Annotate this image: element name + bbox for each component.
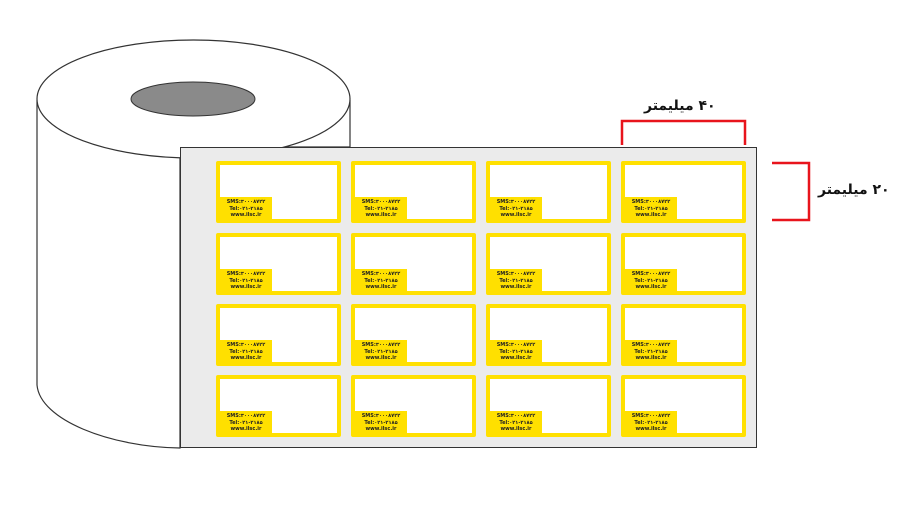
label-tel: Tel:۰۲۱-۲۱۸۵ (364, 419, 398, 426)
label-web: www.ilsc.ir (500, 284, 532, 290)
label-tel: Tel:۰۲۱-۲۱۸۵ (499, 348, 533, 355)
label-web: www.ilsc.ir (230, 355, 262, 361)
label-sms: SMS:۳۰۰۰۸۷۲۲ (361, 413, 401, 419)
label-sms: SMS:۳۰۰۰۸۷۲۲ (361, 342, 401, 348)
label-web: www.ilsc.ir (230, 284, 262, 290)
roll-core-hole (130, 81, 256, 117)
roll-body (36, 100, 351, 449)
label-web: www.ilsc.ir (500, 426, 532, 432)
label-sms: SMS:۳۰۰۰۸۷۲۲ (226, 342, 266, 348)
label-tel: Tel:۰۲۱-۲۱۸۵ (364, 205, 398, 212)
label-sms: SMS:۳۰۰۰۸۷۲۲ (226, 413, 266, 419)
label-tel: Tel:۰۲۱-۲۱۸۵ (634, 205, 668, 212)
height-dimension-label: ۲۰ میلیمتر (818, 182, 890, 198)
label-tel: Tel:۰۲۱-۲۱۸۵ (364, 277, 398, 284)
label-tel: Tel:۰۲۱-۲۱۸۵ (634, 277, 668, 284)
height-bracket (772, 161, 811, 222)
label-tel: Tel:۰۲۱-۲۱۸۵ (229, 205, 263, 212)
label-tel: Tel:۰۲۱-۲۱۸۵ (634, 419, 668, 426)
label-sms: SMS:۳۰۰۰۸۷۲۲ (496, 413, 536, 419)
label-web: www.ilsc.ir (635, 355, 667, 361)
label-web: www.ilsc.ir (635, 212, 667, 218)
label-web: www.ilsc.ir (635, 284, 667, 290)
label-sms: SMS:۳۰۰۰۸۷۲۲ (496, 199, 536, 205)
label-sms: SMS:۳۰۰۰۸۷۲۲ (361, 199, 401, 205)
label-sms: SMS:۳۰۰۰۸۷۲۲ (226, 199, 266, 205)
label-sms: SMS:۳۰۰۰۸۷۲۲ (631, 413, 671, 419)
label-sms: SMS:۳۰۰۰۸۷۲۲ (496, 271, 536, 277)
label-tel: Tel:۰۲۱-۲۱۸۵ (229, 419, 263, 426)
label-sms: SMS:۳۰۰۰۸۷۲۲ (226, 271, 266, 277)
label-web: www.ilsc.ir (230, 212, 262, 218)
label-sms: SMS:۳۰۰۰۸۷۲۲ (631, 271, 671, 277)
label-web: www.ilsc.ir (635, 426, 667, 432)
label-sms: SMS:۳۰۰۰۸۷۲۲ (631, 342, 671, 348)
width-bracket (620, 119, 747, 145)
width-dimension-label: ۴۰ میلیمتر (644, 98, 716, 114)
label-web: www.ilsc.ir (365, 284, 397, 290)
label-tel: Tel:۰۲۱-۲۱۸۵ (634, 348, 668, 355)
label-web: www.ilsc.ir (365, 355, 397, 361)
label-tel: Tel:۰۲۱-۲۱۸۵ (229, 348, 263, 355)
label-tel: Tel:۰۲۱-۲۱۸۵ (499, 205, 533, 212)
label-web: www.ilsc.ir (365, 212, 397, 218)
label-tel: Tel:۰۲۱-۲۱۸۵ (229, 277, 263, 284)
label-sms: SMS:۳۰۰۰۸۷۲۲ (361, 271, 401, 277)
label-web: www.ilsc.ir (500, 212, 532, 218)
label-tel: Tel:۰۲۱-۲۱۸۵ (364, 348, 398, 355)
label-web: www.ilsc.ir (230, 426, 262, 432)
label-sms: SMS:۳۰۰۰۸۷۲۲ (496, 342, 536, 348)
label-web: www.ilsc.ir (365, 426, 397, 432)
label-web: www.ilsc.ir (500, 355, 532, 361)
label-sms: SMS:۳۰۰۰۸۷۲۲ (631, 199, 671, 205)
label-tel: Tel:۰۲۱-۲۱۸۵ (499, 419, 533, 426)
label-tel: Tel:۰۲۱-۲۱۸۵ (499, 277, 533, 284)
